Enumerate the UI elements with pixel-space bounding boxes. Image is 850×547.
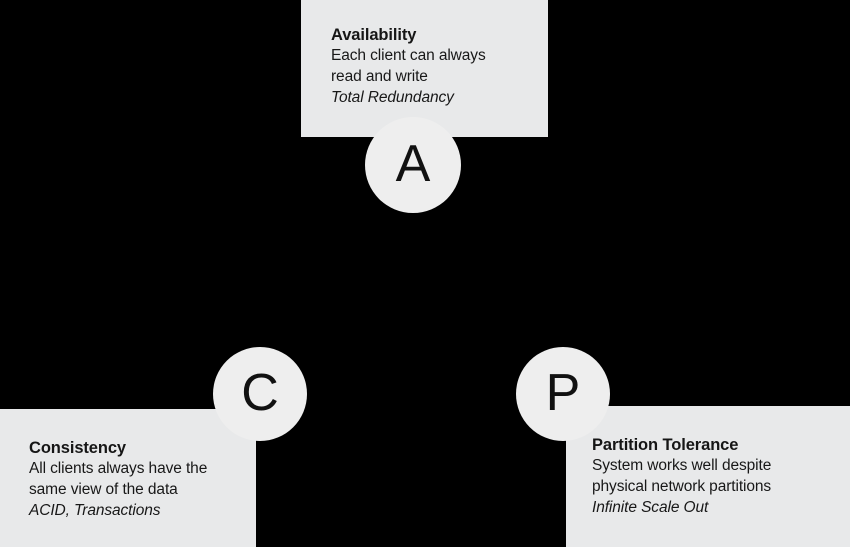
availability-description-line-2: read and write [331, 67, 428, 85]
partition-tolerance-description-line-2: physical network partitions [592, 477, 772, 495]
availability-description-line-1: Each client can always [331, 47, 486, 64]
consistency-description-line-1: All clients always have the [29, 460, 208, 477]
consistency-panel: Consistency All clients always have the … [0, 409, 256, 547]
availability-panel-content: Availability Each client can always read… [331, 25, 486, 108]
consistency-description-line-2: same view of the data [29, 480, 178, 498]
partition-tolerance-panel: Partition Tolerance System works well de… [566, 406, 850, 547]
consistency-description: All clients always have the same view of… [29, 459, 207, 500]
availability-note: Total Redundancy [331, 89, 454, 106]
vertex-consistency: C [213, 347, 307, 441]
partition-tolerance-note: Infinite Scale Out [592, 499, 709, 516]
partition-tolerance-description: System works well despite physical netwo… [592, 456, 771, 497]
vertex-letter-a: A [395, 135, 431, 193]
partition-tolerance-description-line-1: System works well despite [592, 457, 772, 474]
availability-title: Availability [331, 26, 417, 44]
availability-description: Each client can always read and write [331, 46, 486, 87]
consistency-panel-content: Consistency All clients always have the … [29, 438, 207, 521]
availability-panel: Availability Each client can always read… [301, 0, 548, 137]
vertex-letter-c: C [241, 364, 279, 422]
vertex-availability: A [365, 117, 461, 213]
consistency-note: ACID, Transactions [29, 502, 161, 519]
partition-tolerance-panel-content: Partition Tolerance System works well de… [592, 435, 771, 518]
vertex-letter-p: P [545, 364, 581, 422]
vertex-partition-tolerance: P [516, 347, 610, 441]
partition-tolerance-title: Partition Tolerance [592, 436, 739, 454]
consistency-title: Consistency [29, 439, 127, 457]
